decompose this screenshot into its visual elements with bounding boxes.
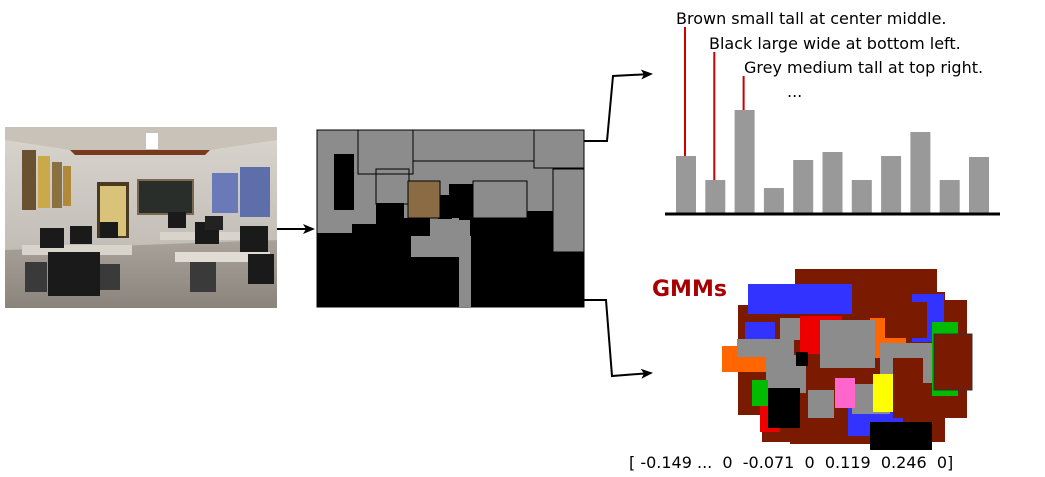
segmentation-to-gmm-arrow xyxy=(584,299,653,379)
feature-vector: [ -0.149 ... 0 -0.071 0 0.119 0.246 0] xyxy=(629,453,953,472)
segmentation-to-captions-arrow xyxy=(584,69,653,142)
caption-ellipsis: ... xyxy=(787,82,802,101)
segmentation-map xyxy=(316,129,585,308)
bar-group xyxy=(676,110,989,214)
histogram-bar xyxy=(705,180,726,214)
connector-arrows xyxy=(277,69,653,379)
histogram-bar xyxy=(763,188,784,214)
input-photo xyxy=(5,127,277,308)
histogram-bar xyxy=(881,156,902,214)
gmm-label: GMMs xyxy=(652,277,727,302)
histogram-bar xyxy=(734,110,755,214)
caption-line-2: Black large wide at bottom left. xyxy=(709,34,961,53)
histogram-bar xyxy=(969,157,989,214)
histogram-bar xyxy=(793,160,814,214)
histogram-bar xyxy=(676,156,696,214)
caption-line-1: Brown small tall at center middle. xyxy=(676,9,947,28)
caption-line-3: Grey medium tall at top right. xyxy=(744,58,983,77)
gmm-visualization xyxy=(722,269,973,450)
histogram-bar xyxy=(910,132,931,214)
histogram-bar xyxy=(822,152,843,214)
bar-chart xyxy=(665,27,1000,216)
histogram-bar xyxy=(851,180,872,214)
captions-block: Brown small tall at center middle. Black… xyxy=(676,9,983,101)
caption-link-lines xyxy=(684,27,745,180)
histogram-bar xyxy=(939,180,960,214)
